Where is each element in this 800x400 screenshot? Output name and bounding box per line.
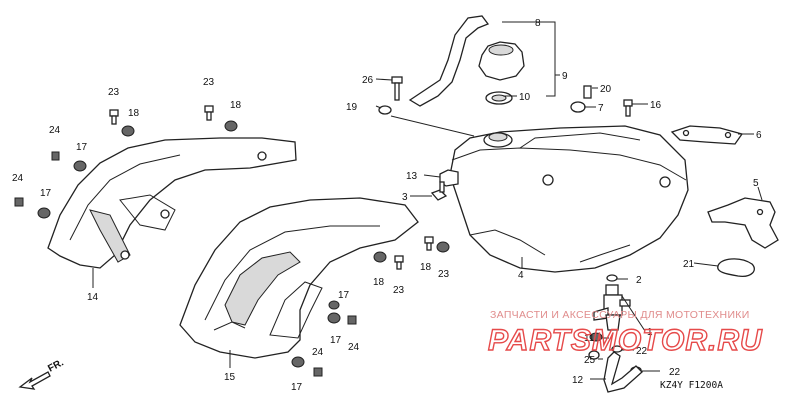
- callout-24b: 24: [12, 173, 24, 184]
- callout-18b: 18: [230, 100, 242, 111]
- front-arrow-icon: [18, 371, 51, 390]
- watermark-tagline: ЗАПЧАСТИ И АКСЕССУАРЫ ДЛЯ МОТОТЕХНИКИ: [490, 309, 750, 321]
- callout-18c: 18: [420, 262, 432, 273]
- shroud-left-part: [47, 137, 297, 269]
- callout-9: 9: [562, 71, 568, 82]
- callout-22a: 22: [636, 346, 648, 357]
- callout-14: 14: [87, 292, 99, 303]
- bracket-5-part: [707, 197, 779, 249]
- callout-20: 20: [600, 84, 612, 95]
- callout-2: 2: [636, 275, 642, 286]
- leader-lines: [92, 21, 763, 380]
- callout-23d: 23: [393, 285, 405, 296]
- callout-19: 19: [346, 102, 358, 113]
- band-21-part: [717, 258, 755, 277]
- callout-23c: 23: [438, 269, 450, 280]
- callout-23a: 23: [108, 87, 120, 98]
- callout-1: 1: [647, 327, 653, 338]
- bracket-6-part: [670, 125, 744, 145]
- callout-23b: 23: [203, 77, 215, 88]
- front-direction-label: FR.: [46, 357, 66, 374]
- callout-17d: 17: [291, 382, 303, 393]
- fuel-tank-part: [449, 125, 689, 273]
- callout-7: 7: [598, 103, 604, 114]
- callout-22b: 22: [669, 367, 681, 378]
- callout-13: 13: [406, 171, 418, 182]
- front-direction-indicator: FR.: [18, 357, 66, 390]
- callout-17e: 17: [338, 290, 350, 301]
- callout-24a: 24: [49, 125, 61, 136]
- callout-24c: 24: [348, 342, 360, 353]
- callout-18d: 18: [373, 277, 385, 288]
- callout-15: 15: [224, 372, 236, 383]
- callout-17b: 17: [40, 188, 52, 199]
- diagram-code: KZ4Y F1200A: [660, 380, 723, 391]
- callout-5: 5: [753, 178, 759, 189]
- callout-17c: 17: [330, 335, 342, 346]
- callout-21: 21: [683, 259, 695, 270]
- callout-10: 10: [519, 92, 531, 103]
- callout-25: 25: [584, 355, 596, 366]
- callout-18a: 18: [128, 108, 140, 119]
- callout-labels: 1 2 3 4 5 6 7 8 9 10 11 12 13 14 15 16 1…: [12, 18, 762, 393]
- callout-24d: 24: [312, 347, 324, 358]
- watermark-logo: PARTSMOTOR.RU: [488, 324, 763, 357]
- callout-8: 8: [535, 18, 541, 29]
- watermark: ЗАПЧАСТИ И АКСЕССУАРЫ ДЛЯ МОТОТЕХНИКИ PA…: [487, 309, 763, 358]
- callout-3: 3: [402, 192, 408, 203]
- callout-16: 16: [650, 100, 662, 111]
- callout-12: 12: [572, 375, 584, 386]
- hardware-parts: [14, 76, 643, 393]
- callout-26: 26: [362, 75, 374, 86]
- callout-6: 6: [756, 130, 762, 141]
- callout-4: 4: [518, 270, 524, 281]
- shroud-right-part: [179, 197, 419, 359]
- callout-17a: 17: [76, 142, 88, 153]
- callout-11: 11: [584, 333, 595, 344]
- fuel-cap-part: [408, 15, 525, 107]
